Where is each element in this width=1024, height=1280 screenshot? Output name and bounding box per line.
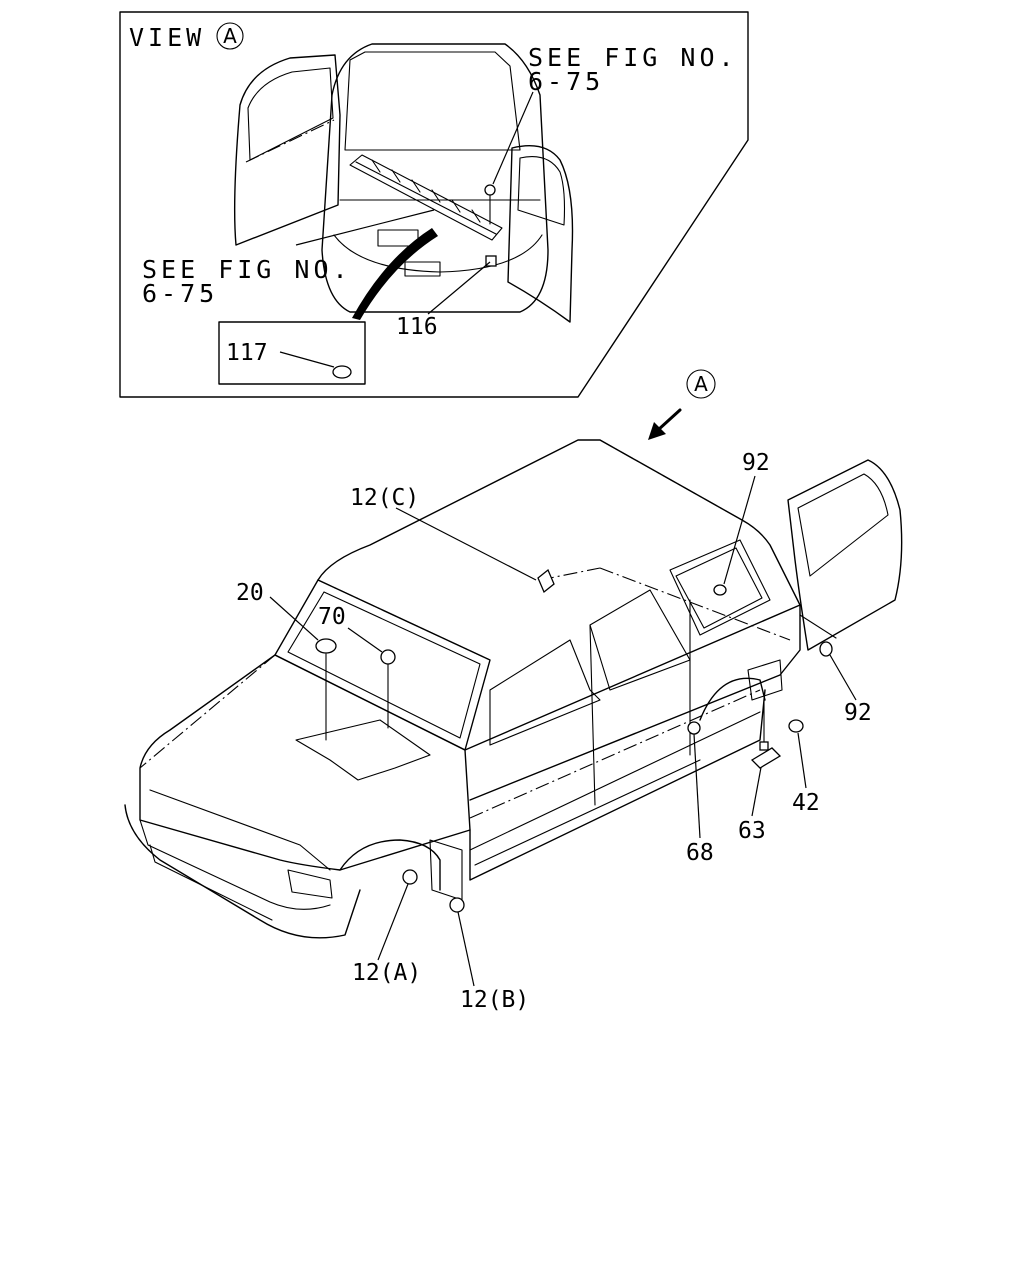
view-label: VIEW — [129, 23, 205, 52]
leader-12a — [377, 883, 409, 961]
callout-70: 70 — [318, 604, 346, 630]
part-12a — [402, 869, 418, 885]
leader-117 — [279, 351, 335, 368]
see-fig-top-line2: 6-75 — [528, 67, 604, 96]
see-fig-left-line1: SEE FIG NO. — [142, 255, 352, 284]
detail-box-117 — [218, 321, 366, 385]
leader-70 — [347, 627, 383, 653]
part-68 — [687, 721, 701, 735]
callout-92-right: 92 — [844, 700, 872, 726]
inset-frame — [119, 11, 749, 398]
leader-63 — [751, 761, 763, 817]
part-92-top — [713, 584, 727, 596]
parts-and-callouts: 12(C) 20 70 92 92 68 63 42 — [236, 450, 872, 1013]
callout-116: 116 — [396, 314, 438, 340]
part-20 — [315, 638, 337, 654]
leader-20 — [269, 596, 319, 641]
part-12c — [537, 568, 555, 594]
detail-arrow — [352, 228, 438, 320]
callout-42: 42 — [792, 790, 820, 816]
callout-12c: 12(C) — [350, 485, 419, 511]
leader-see-fig-left — [295, 209, 435, 246]
leader-92-top — [723, 475, 756, 585]
callout-92-top: 92 — [742, 450, 770, 476]
leader-12c — [395, 507, 537, 581]
rear-vehicle-drawing — [233, 43, 574, 323]
view-marker-circle — [216, 22, 244, 50]
view-arrow-a: A — [648, 369, 716, 440]
see-fig-top-line1: SEE FIG NO. — [528, 43, 738, 72]
view-marker-letter: A — [223, 24, 237, 48]
callout-63: 63 — [738, 818, 766, 844]
part-70 — [380, 649, 396, 665]
leader-42 — [797, 732, 807, 789]
part-63 — [750, 747, 782, 769]
part-42 — [788, 719, 804, 733]
vehicle-body-drawing — [124, 439, 903, 939]
leader-92-right — [829, 654, 857, 701]
leader-68 — [693, 733, 701, 839]
part-12b — [449, 897, 465, 913]
part-92-right — [819, 641, 833, 657]
leader-12b — [457, 911, 475, 987]
callout-20: 20 — [236, 580, 264, 606]
plug-117 — [332, 365, 352, 379]
callout-68: 68 — [686, 840, 714, 866]
callout-12a: 12(A) — [352, 960, 421, 986]
leader-see-fig-top — [492, 91, 534, 185]
leader-116 — [427, 261, 491, 315]
see-fig-left-line2: 6-75 — [142, 279, 218, 308]
callout-117: 117 — [226, 340, 268, 366]
inset-view-a: VIEW A — [119, 11, 749, 398]
callout-12b: 12(B) — [460, 987, 529, 1013]
view-arrow-letter: A — [694, 372, 708, 396]
